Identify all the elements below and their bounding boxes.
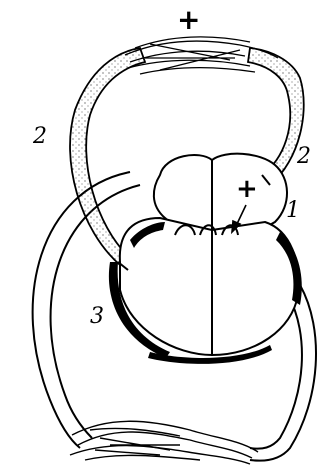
- region-label-1: 1: [286, 200, 300, 222]
- vessel-label-left: 2: [33, 126, 47, 148]
- atria: [154, 154, 287, 231]
- lower-capillary-bed: [70, 421, 258, 464]
- inner-plus-label: +: [236, 176, 258, 202]
- vessel-label-right: 2: [297, 146, 311, 168]
- top-plus-label: +: [177, 6, 200, 34]
- region-label-3: 3: [90, 306, 104, 328]
